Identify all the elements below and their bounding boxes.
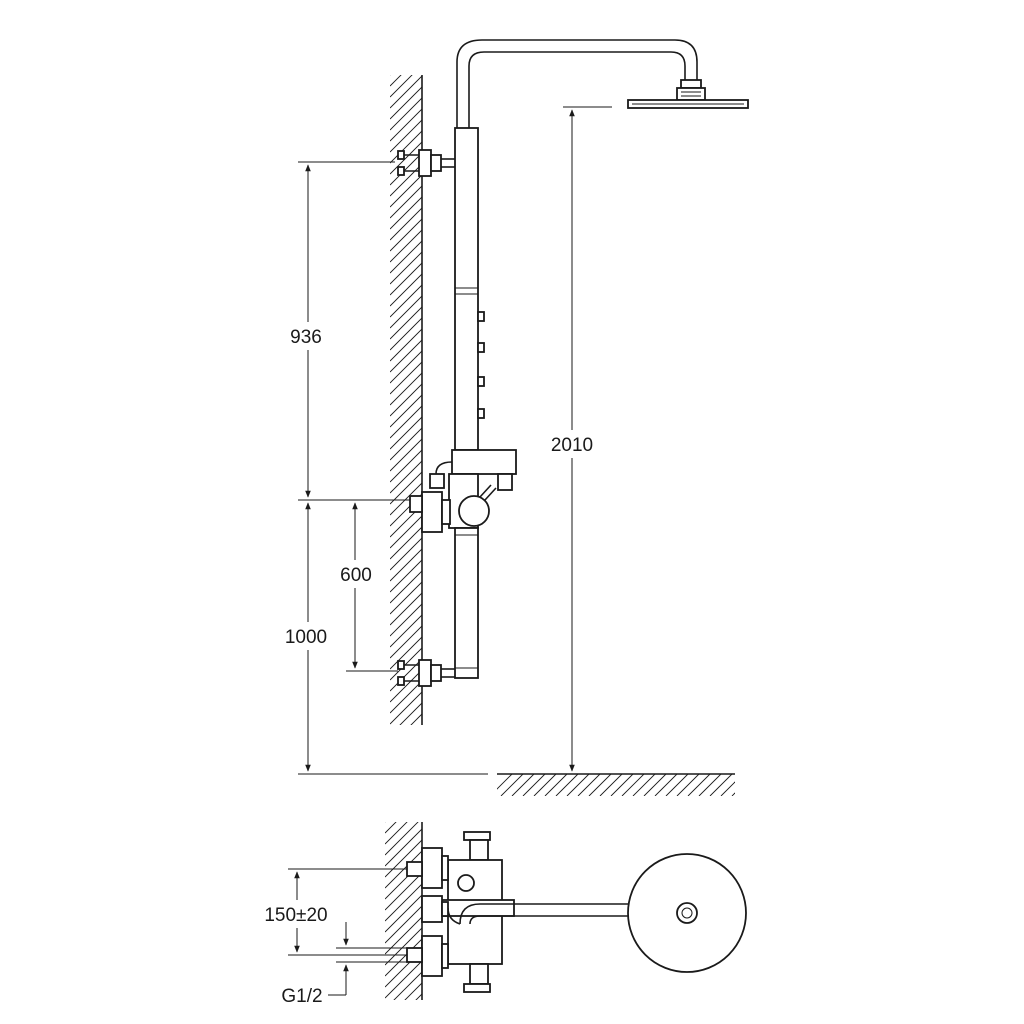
wall-side-view [390, 75, 423, 725]
dim-label-lower-brackets: 600 [340, 565, 372, 586]
wall-plan-view [385, 822, 423, 1000]
upper-riser [454, 127, 485, 451]
rain-shower-head-plan [627, 853, 747, 973]
dim-label-inlet-spacing: 150±20 [264, 905, 327, 926]
dim-label-thread: G1/2 [281, 986, 322, 1007]
inlet-middle [421, 895, 449, 923]
dimension-total-height: 2010 [547, 106, 612, 772]
wall-bracket-bottom [397, 659, 455, 687]
mixer-valve [409, 449, 517, 533]
inlet-top [380, 847, 449, 889]
dim-label-total-height: 2010 [551, 435, 593, 456]
dimension-lower-height: 1000 [278, 502, 488, 775]
mixer-plan-view [439, 831, 515, 993]
dim-label-upper: 936 [290, 327, 322, 348]
dim-label-lower-height: 1000 [285, 627, 327, 648]
dimension-inlet-spacing: 150±20 [256, 868, 380, 956]
dimension-lower-brackets: 600 [334, 502, 398, 672]
dimension-thread: G1/2 [281, 922, 407, 1007]
floor [497, 773, 735, 796]
dimension-upper: 936 [282, 161, 410, 501]
lower-riser [454, 527, 479, 679]
shower-arm-plan [459, 903, 690, 925]
rain-shower-head [627, 79, 749, 109]
inlet-bottom [380, 935, 449, 977]
wall-bracket-top [397, 149, 455, 177]
shower-arm [456, 39, 698, 128]
